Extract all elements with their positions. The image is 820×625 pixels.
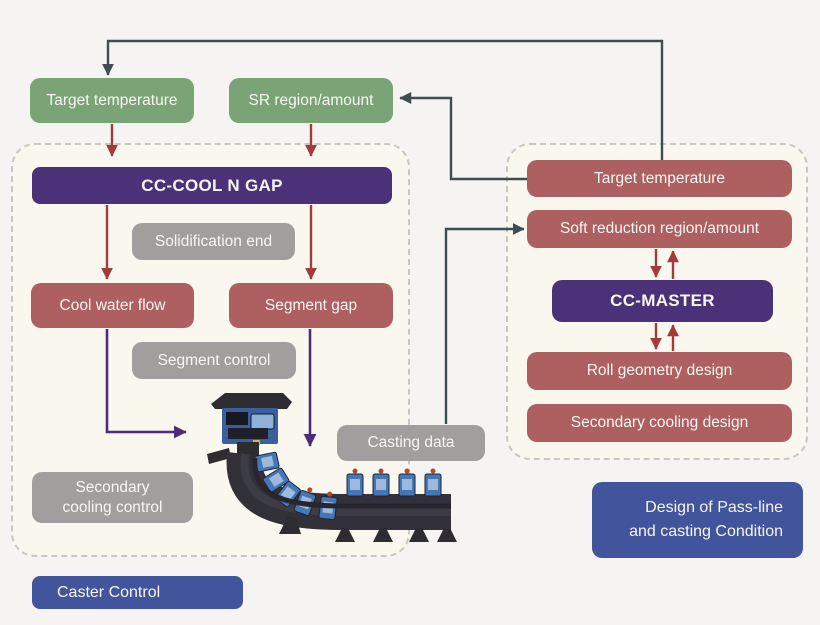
node-label: Target temperature <box>594 169 725 187</box>
node-label: Segment control <box>157 351 271 369</box>
caster-machine-illustration <box>207 393 457 542</box>
node-soft-reduction-region-amount: Soft reduction region/amount <box>527 210 792 248</box>
node-label: Segment gap <box>264 296 358 314</box>
node-label: Casting data <box>367 434 455 452</box>
node-label: Solidification end <box>154 232 273 250</box>
node-secondary-cooling-design: Secondary cooling design <box>527 404 792 442</box>
label-line-1: Design of Pass-line <box>645 499 783 516</box>
node-segment-gap: Segment gap <box>229 283 393 328</box>
label-design-of-pass-line: Design of Pass-line and casting Conditio… <box>592 482 803 558</box>
node-casting-data: Casting data <box>337 425 485 461</box>
node-label: Secondary cooling control <box>63 478 163 517</box>
node-label: Soft reduction region/amount <box>559 220 760 238</box>
node-sr-region-amount-input: SR region/amount <box>229 78 393 123</box>
node-label: CC-MASTER <box>610 291 715 311</box>
node-cc-master: CC-MASTER <box>552 280 773 322</box>
node-label: Secondary cooling design <box>570 414 749 432</box>
node-label: Cool water flow <box>59 296 166 314</box>
node-cool-water-flow: Cool water flow <box>31 283 194 328</box>
label-line-2: cooling control <box>62 498 163 516</box>
node-secondary-cooling-control: Secondary cooling control <box>32 472 193 523</box>
node-label: Target temperature <box>46 91 178 109</box>
node-segment-control: Segment control <box>132 342 296 379</box>
label-line-2: and casting Condition <box>629 523 783 540</box>
node-label: Roll geometry design <box>586 362 733 380</box>
node-target-temperature-design: Target temperature <box>527 160 792 197</box>
node-solidification-end: Solidification end <box>132 223 295 260</box>
node-roll-geometry-design: Roll geometry design <box>527 352 792 390</box>
node-label: Design of Pass-line and casting Conditio… <box>629 496 783 544</box>
label-line-1: Secondary <box>75 479 150 497</box>
node-target-temperature-input: Target temperature <box>30 78 194 123</box>
node-cc-cool-n-gap: CC-COOL N GAP <box>32 167 392 204</box>
label-caster-control: Caster Control <box>32 576 243 609</box>
node-label: SR region/amount <box>248 91 374 109</box>
node-label: CC-COOL N GAP <box>141 175 283 195</box>
node-label: Caster Control <box>57 583 161 601</box>
